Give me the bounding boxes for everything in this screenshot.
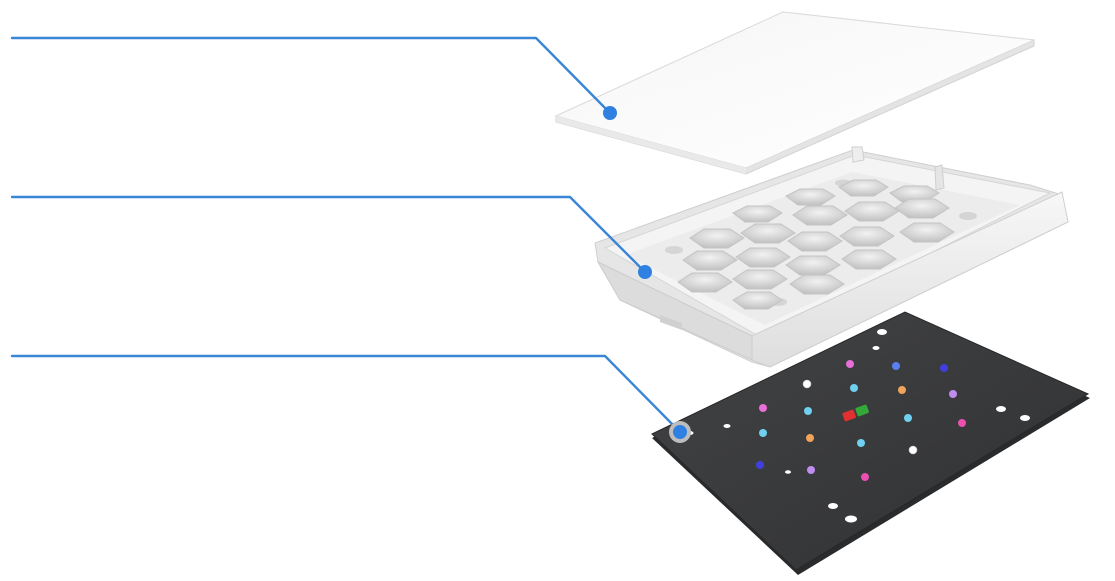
reflector-tray — [594, 146, 1069, 368]
callout-reflector-tray — [10, 195, 652, 279]
diffuser-sheet — [554, 11, 1036, 175]
callout-marker — [638, 265, 652, 279]
leader-line — [10, 195, 647, 274]
reflector-cavities — [677, 179, 955, 310]
leader-line — [10, 36, 612, 115]
board-holes — [686, 329, 1030, 523]
led-board — [651, 311, 1090, 575]
leader-line — [10, 354, 682, 434]
callout-led-board — [10, 354, 691, 443]
board-leds — [756, 360, 966, 481]
callout-diffuser-sheet — [10, 36, 617, 120]
callout-marker — [673, 425, 687, 439]
callout-marker — [603, 106, 617, 120]
